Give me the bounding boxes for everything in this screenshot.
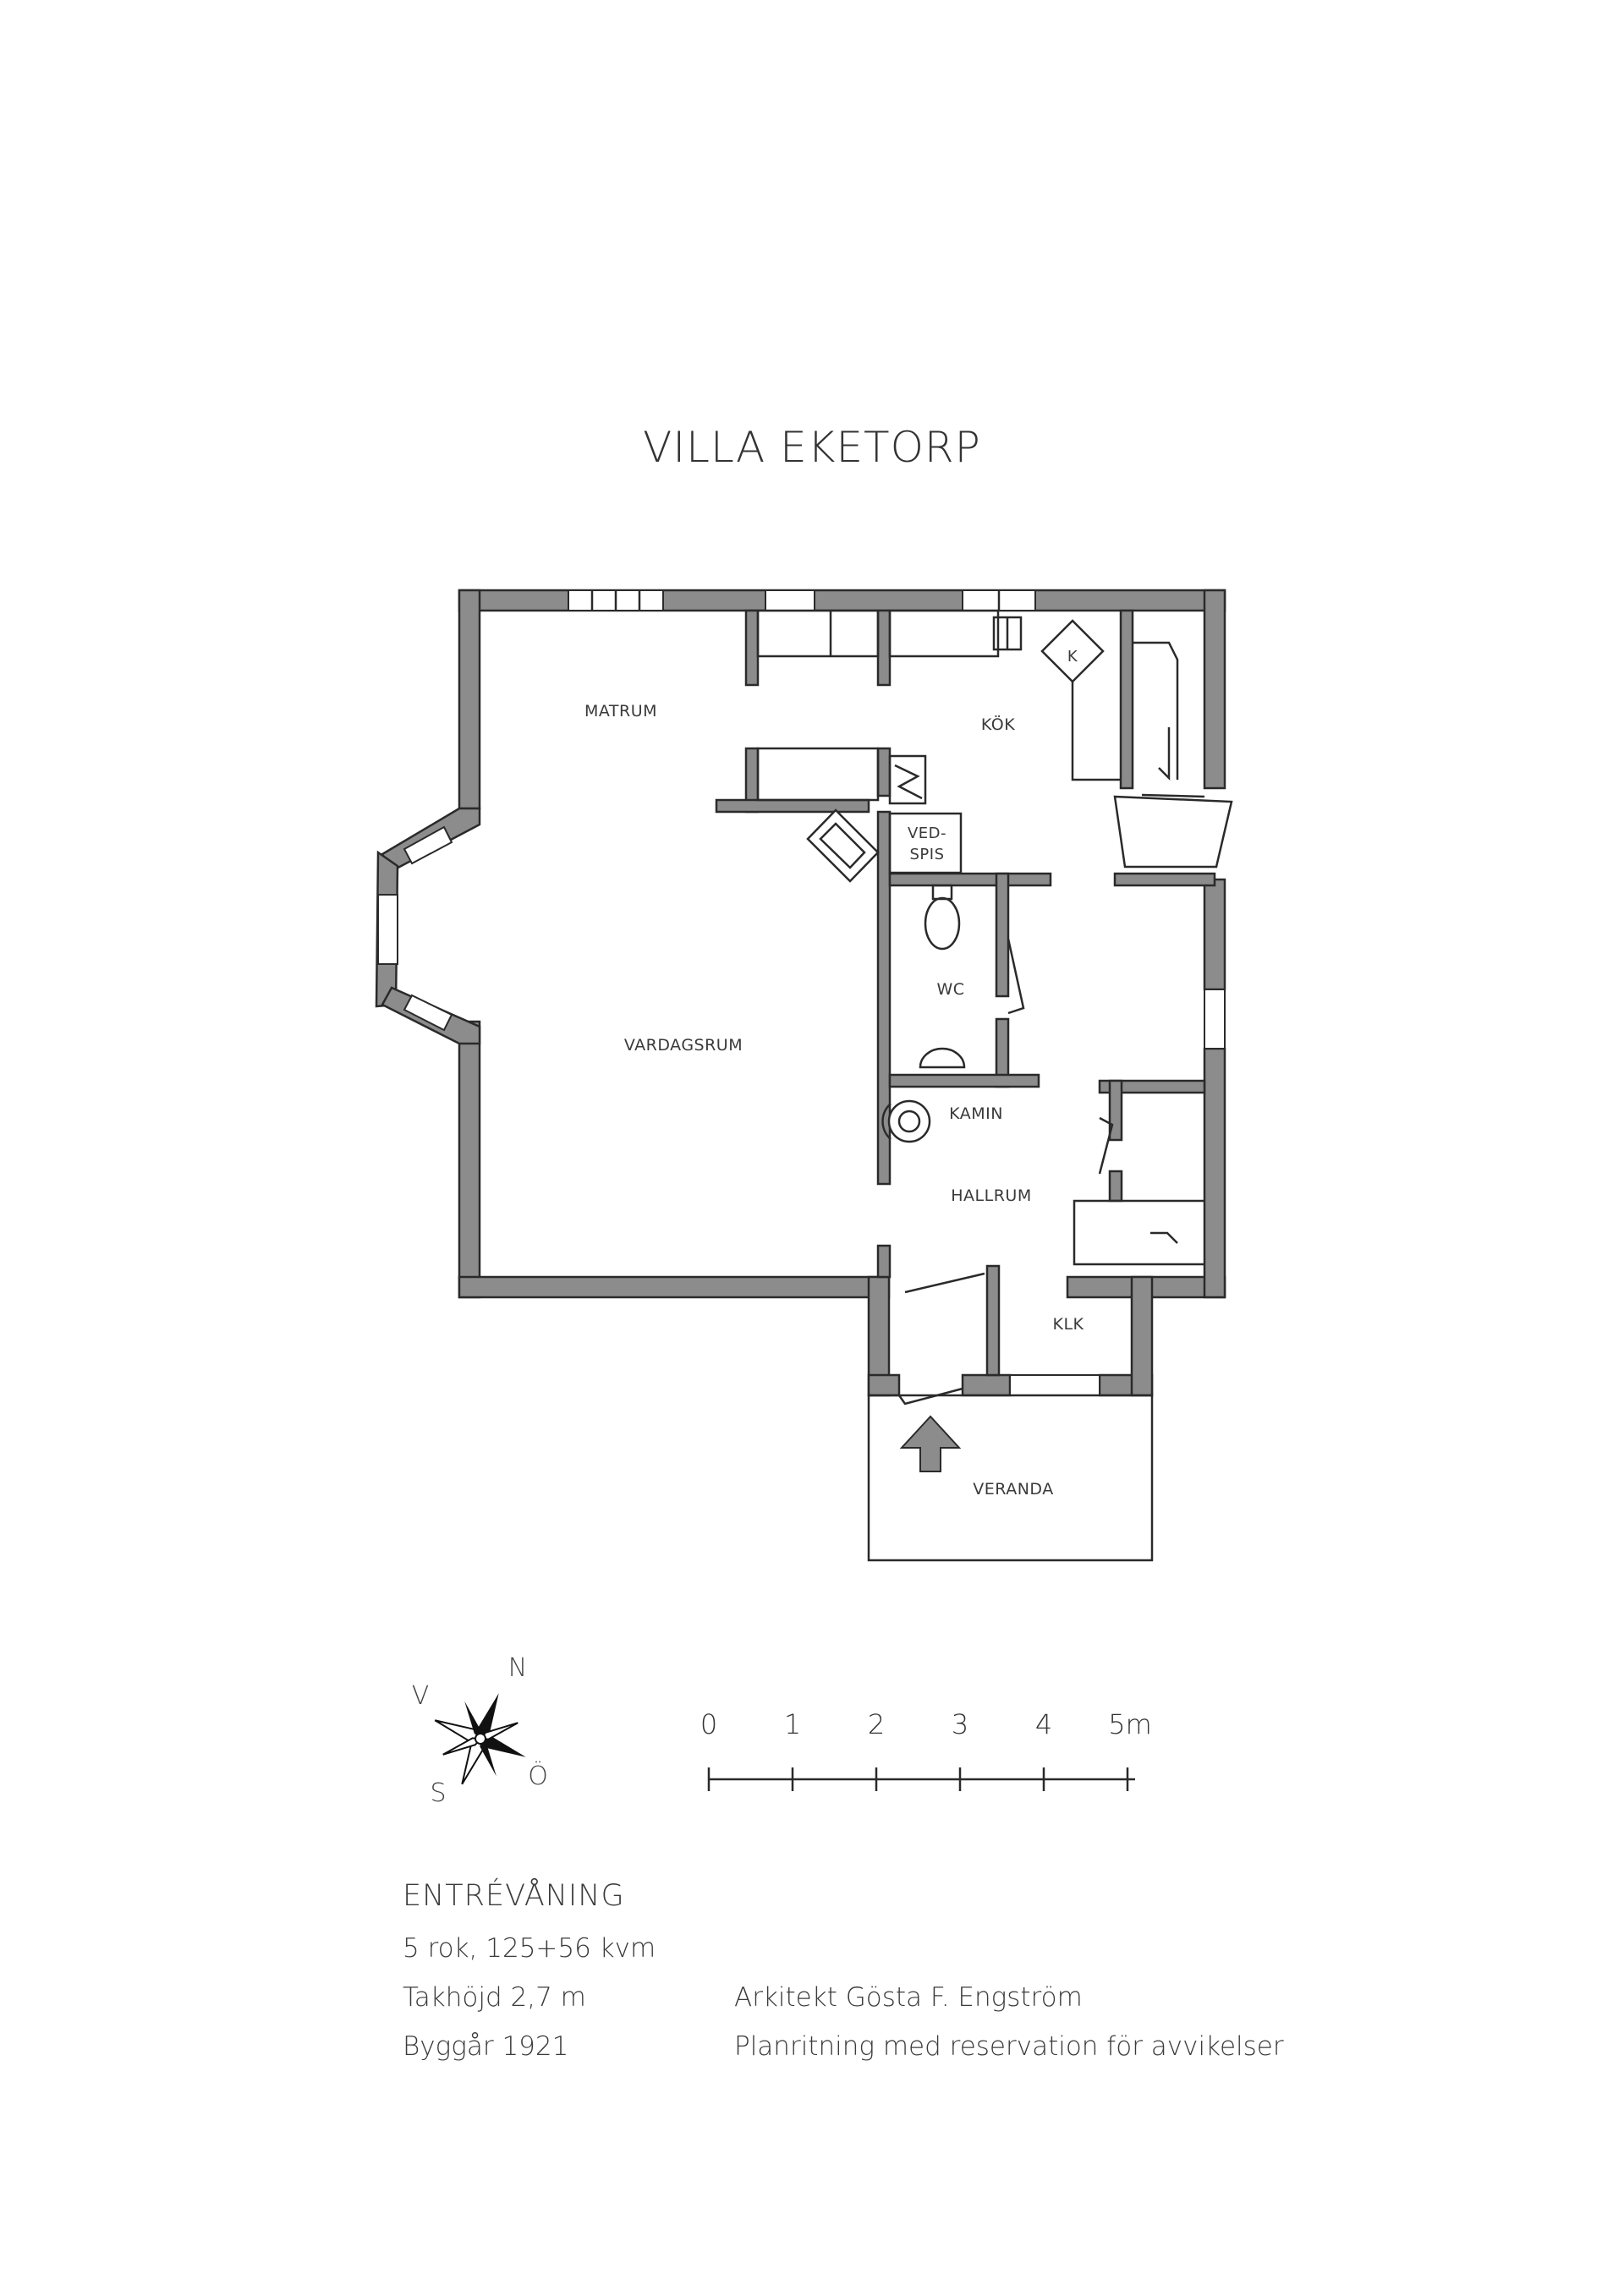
interior-walls — [715, 609, 1216, 1377]
room-klk: KLK — [1052, 1315, 1084, 1334]
stove-fireplace — [806, 808, 880, 883]
disclaimer: Planritning med reservation för avvikels… — [734, 2031, 1284, 2062]
room-vardagsrum: VARDAGSRUM — [624, 1036, 743, 1055]
hall-stair-door — [1073, 1116, 1204, 1266]
windows — [377, 589, 1226, 1396]
scale-tick-4: 4 — [1035, 1708, 1052, 1740]
kitchen-fixtures — [756, 609, 1121, 805]
room-kok: KÖK — [981, 715, 1015, 734]
scale-bar — [707, 1767, 1135, 1791]
room-vedspis-line1: VED- — [908, 825, 946, 842]
entry-doors — [897, 1272, 985, 1406]
wc-fixtures — [919, 884, 1025, 1069]
scale-tick-0: 0 — [700, 1708, 717, 1740]
room-wc: WC — [936, 980, 964, 999]
entrance-arrow-icon — [899, 1415, 962, 1472]
vedspis — [888, 812, 963, 874]
scale-tick-2: 2 — [868, 1708, 885, 1740]
room-kamin: KAMIN — [949, 1104, 1003, 1123]
compass-rose-icon — [434, 1693, 526, 1785]
room-hallrum: HALLRUM — [951, 1186, 1031, 1205]
build-year: Byggår 1921 — [403, 2031, 569, 2062]
compass-south: S — [430, 1778, 446, 1808]
stair-top — [1113, 641, 1233, 869]
scale-tick-3: 3 — [952, 1708, 968, 1740]
floor-heading: ENTRÉVÅNING — [403, 1879, 625, 1913]
chimney-label: K — [1067, 648, 1078, 666]
compass-east: Ö — [528, 1761, 548, 1791]
scale-tick-5: 5m — [1108, 1708, 1152, 1740]
scale-tick-1: 1 — [784, 1708, 801, 1740]
room-veranda: VERANDA — [973, 1480, 1053, 1499]
plan-title: VILLA EKETORP — [643, 423, 981, 472]
room-vedspis-line2: SPIS — [909, 846, 944, 863]
room-matrum: MATRUM — [584, 702, 657, 721]
rooms-area: 5 rok, 125+56 kvm — [403, 1933, 656, 1964]
kamin-stove — [881, 1099, 931, 1143]
compass-north: N — [508, 1653, 527, 1683]
ceiling-height: Takhöjd 2,7 m — [403, 1982, 586, 2013]
exterior-walls — [375, 589, 1226, 1397]
veranda — [867, 1394, 1154, 1562]
compass-west: V — [412, 1681, 430, 1711]
architect: Arkitekt Gösta F. Engström — [734, 1982, 1083, 2013]
